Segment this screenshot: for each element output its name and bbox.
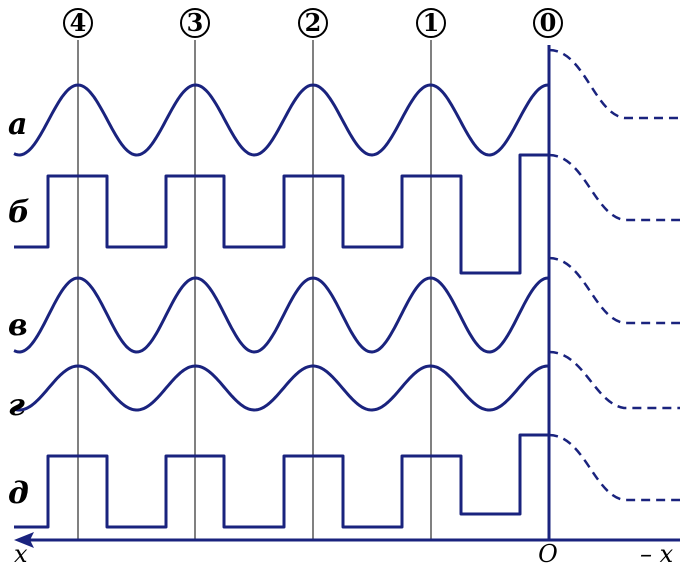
row-label-v: в <box>8 308 28 343</box>
waveform-b-decay-tail <box>548 153 680 222</box>
waveform-v-sine <box>13 276 549 354</box>
origin-label: O <box>538 540 558 566</box>
waveform-b-square <box>14 153 549 275</box>
x-axis-label: x <box>14 540 28 566</box>
waveform-rows <box>13 48 680 529</box>
marker-4: 4 <box>63 8 93 38</box>
negative-x-axis-label: – x <box>640 540 674 566</box>
waveform-a-decay-tail <box>548 48 680 120</box>
marker-1: 1 <box>416 8 446 38</box>
marker-0-label: 0 <box>540 8 557 37</box>
marker-0: 0 <box>533 8 563 38</box>
row-label-d: д <box>8 476 29 511</box>
x-axis-arrow-icon <box>14 532 34 548</box>
guide-lines <box>77 40 432 540</box>
x-axis <box>14 532 680 548</box>
row-label-b: б <box>8 195 30 230</box>
row-labels: а б в г д <box>8 107 30 511</box>
waveform-d-square <box>14 433 549 529</box>
marker-3-label: 3 <box>187 8 204 37</box>
waveform-g-decay-tail <box>548 350 680 410</box>
waveform-g-sine <box>13 364 549 412</box>
marker-2: 2 <box>298 8 328 38</box>
waveform-a-sine <box>13 83 549 157</box>
marker-4-label: 4 <box>70 8 87 37</box>
row-label-g: г <box>8 388 25 423</box>
waveform-d-decay-tail <box>548 433 680 502</box>
marker-row: 4 3 2 1 0 <box>63 8 563 38</box>
marker-1-label: 1 <box>423 8 440 37</box>
row-label-a: а <box>8 107 27 142</box>
marker-2-label: 2 <box>305 8 322 37</box>
waveform-v-decay-tail <box>548 256 680 325</box>
marker-3: 3 <box>180 8 210 38</box>
